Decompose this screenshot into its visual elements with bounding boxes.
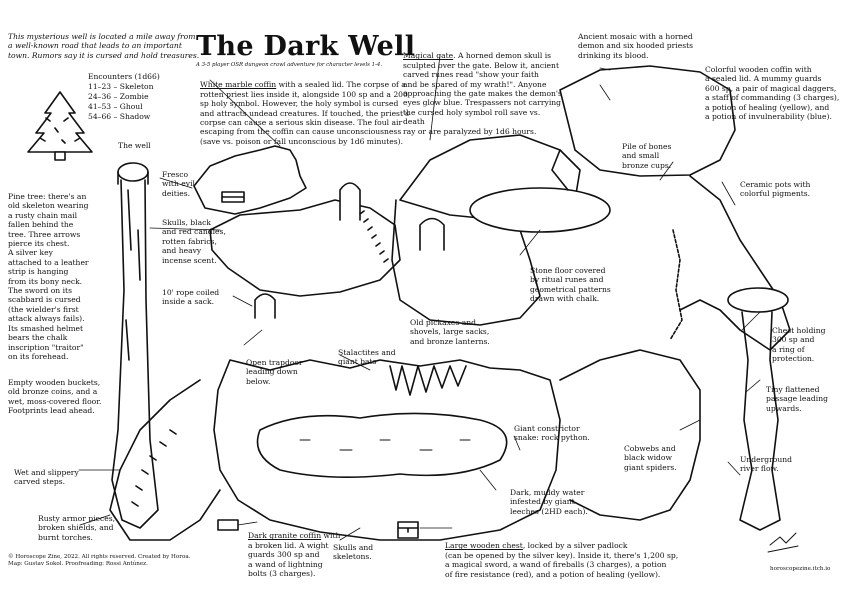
label-river: Underground river flow. — [740, 455, 792, 474]
label-constrictor: Giant constrictor snake: rock python. — [514, 424, 590, 443]
encounter-row: 24–36 – Zombie — [88, 92, 149, 101]
encounter-row: 41–53 – Ghoul — [88, 102, 143, 111]
label-bones: Pile of bones and small bronze cups. — [622, 142, 672, 170]
label-large-chest-body: , locked by a silver padlock (can be ope… — [445, 541, 679, 579]
mosaic-cave — [551, 65, 791, 351]
website-link[interactable]: horoscopezine.itch.io — [770, 566, 831, 572]
chest-chamber — [727, 287, 789, 531]
encounter-heading: Encounters (1d66) — [88, 72, 160, 81]
label-rusty-armor: Rusty armor pieces, broken shields, and … — [38, 514, 116, 542]
intro-text: This mysterious well is located a mile a… — [8, 32, 200, 60]
label-large-chest: Large wooden chest, locked by a silver p… — [445, 532, 705, 579]
page-subtitle: A 3-5 player OSR dungeon crawl adventure… — [196, 62, 383, 68]
label-white-coffin-body: with a sealed lid. The corpse of a rotte… — [200, 80, 409, 146]
label-wet-steps: Wet and slippery carved steps. — [14, 468, 79, 487]
artist-signature — [767, 532, 799, 553]
credits: © Horoscope Zine, 2022. All rights reser… — [8, 554, 191, 567]
label-fresco: Fresco with evil deities. — [162, 170, 195, 198]
label-granite-coffin-body: with a broken lid. A wight guards 300 sp… — [248, 531, 341, 579]
page-title: The Dark Well — [196, 31, 416, 62]
label-magical-gate-head: Magical gate — [403, 51, 454, 61]
label-skulls: Skulls, black and red candles, rotten fa… — [162, 218, 226, 265]
carved-steps — [109, 379, 221, 541]
label-rope: 10' rope coiled inside a sack. — [162, 288, 220, 307]
label-pine-tree: Pine tree: there's an old skeleton weari… — [8, 192, 89, 361]
granite-coffin-icon — [217, 519, 239, 531]
ritual-floor — [469, 187, 611, 233]
central-upper-cave — [209, 182, 401, 319]
label-colorful-coffin: Colorful wooden coffin with a sealed lid… — [705, 65, 840, 122]
label-granite-coffin: Dark granite coffin with a broken lid. A… — [248, 522, 358, 578]
label-mosaic: Ancient mosaic with a horned demon and s… — [578, 32, 694, 60]
label-pots: Ceramic pots with colorful pigments. — [740, 180, 811, 199]
treasure-chest-icon — [397, 521, 419, 539]
label-white-coffin: White marble coffin with a sealed lid. T… — [200, 71, 410, 146]
label-tiny-passage: Tiny flattened passage leading upwards. — [766, 385, 828, 413]
label-granite-coffin-head: Dark granite coffin — [248, 531, 322, 541]
label-the-well: The well — [118, 141, 151, 150]
pine-tree-icon — [27, 91, 93, 161]
label-cobwebs: Cobwebs and black widow giant spiders. — [624, 444, 677, 472]
encounter-table: Encounters (1d66) 11–23 – Skeleton 24–36… — [88, 72, 160, 122]
label-magical-gate-body: . A horned demon skull is sculpted over … — [403, 51, 562, 136]
label-pickaxes: Old pickaxes and shovels, large sacks, a… — [410, 318, 490, 346]
label-muddy-water: Dark, muddy water infested by giant leec… — [510, 488, 588, 516]
label-magical-gate: Magical gate. A horned demon skull is sc… — [403, 42, 563, 136]
label-stone-floor: Stone floor covered by ritual runes and … — [530, 266, 611, 304]
label-chest300: Chest holding 300 sp and a ring of prote… — [772, 326, 826, 364]
label-stalactites: Stalactites and giant bats — [338, 348, 396, 367]
encounter-row: 11–23 – Skeleton — [88, 82, 154, 91]
label-empty-buckets: Empty wooden buckets, old bronze coins, … — [8, 378, 102, 416]
label-large-chest-head: Large wooden chest — [445, 541, 523, 551]
encounter-row: 54–66 – Shadow — [88, 112, 151, 121]
fresco-chamber — [193, 145, 307, 215]
label-skeletons: Skulls and skeletons. — [333, 543, 374, 562]
well-shaft — [111, 162, 159, 529]
label-trapdoor: Open trapdoor leading down below. — [246, 358, 303, 386]
east-wall — [559, 349, 701, 521]
main-cavern — [213, 359, 561, 541]
label-white-coffin-head: White marble coffin — [200, 80, 277, 90]
